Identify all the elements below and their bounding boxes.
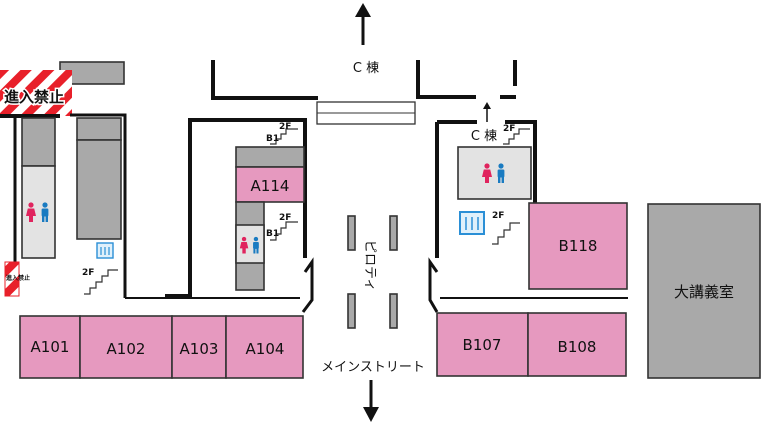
no-entry-small-label: 進入禁止 — [6, 274, 30, 282]
west-core — [76, 139, 122, 240]
middle-lower-stairs — [270, 221, 298, 241]
room-b107-label: B107 — [463, 336, 502, 354]
west-core-wall — [70, 113, 127, 298]
elevator-icon — [96, 242, 114, 259]
pillar — [389, 215, 398, 251]
north-wall-west — [211, 60, 318, 100]
east-upper-2f-tag: 2F — [503, 124, 515, 134]
west-restroom — [21, 165, 56, 259]
no-entry-label: 進入禁止 — [4, 88, 64, 106]
room-a103-label: A103 — [180, 340, 219, 358]
middle-wing-wall — [188, 118, 307, 298]
east-lower-2f-tag: 2F — [492, 211, 504, 221]
middle-lower-2f-tag: 2F — [279, 213, 291, 223]
lecture-hall[interactable] — [647, 203, 761, 379]
room-b118[interactable] — [528, 202, 628, 290]
west-stairs — [84, 269, 118, 295]
room-a104-label: A104 — [246, 340, 285, 358]
arrow-up-icon — [355, 3, 371, 17]
east-core-wall — [505, 120, 537, 205]
east-lower-stairs — [492, 222, 520, 245]
room-a102-label: A102 — [107, 340, 146, 358]
west-stair-tag: 2F — [82, 268, 94, 278]
south-arrow — [363, 380, 379, 422]
no-entry-sign-small — [4, 261, 20, 297]
room-a114-label: A114 — [251, 177, 290, 195]
elevator-icon-east — [459, 211, 485, 235]
lecture-hall-label: 大講義室 — [674, 283, 734, 301]
room-a102[interactable] — [79, 315, 173, 379]
east-restroom — [457, 146, 532, 200]
west-core-top — [76, 117, 122, 141]
room-a101-label: A101 — [31, 338, 70, 356]
middle-restroom — [235, 224, 265, 264]
west-storage — [21, 117, 56, 167]
middle-lower-b1-tag: B1 — [266, 229, 279, 239]
room-a104[interactable] — [225, 315, 304, 379]
east-wing-door — [428, 257, 439, 313]
north-building-label: C 棟 — [353, 61, 379, 76]
room-a101[interactable] — [19, 315, 81, 379]
east-building-link-label: C 棟 — [471, 129, 497, 144]
middle-upper-stairs — [270, 128, 298, 145]
room-b108[interactable] — [527, 312, 627, 377]
east-upper-stairs — [503, 128, 530, 145]
middle-upper-b1-tag: B1 — [266, 134, 279, 144]
room-b118-label: B118 — [559, 237, 598, 255]
main-street-label: メインストリート — [321, 360, 425, 375]
pillar — [389, 293, 398, 329]
pillar — [347, 215, 356, 251]
pilotis-label: ピロティ — [362, 240, 377, 291]
no-entry-barrier — [0, 70, 72, 116]
pillar — [347, 293, 356, 329]
room-a103[interactable] — [171, 315, 227, 379]
arrow-down-icon — [363, 407, 379, 422]
room-b108-label: B108 — [558, 338, 597, 356]
room-a114[interactable] — [235, 166, 305, 203]
middle-wing-door — [301, 257, 314, 313]
north-arrow — [355, 3, 371, 45]
east-entry-arrow — [483, 102, 491, 122]
north-wall-east — [416, 60, 476, 99]
middle-core-top — [235, 146, 305, 168]
arrow-up-icon — [483, 102, 491, 109]
middle-upper-2f-tag: 2F — [279, 122, 291, 132]
